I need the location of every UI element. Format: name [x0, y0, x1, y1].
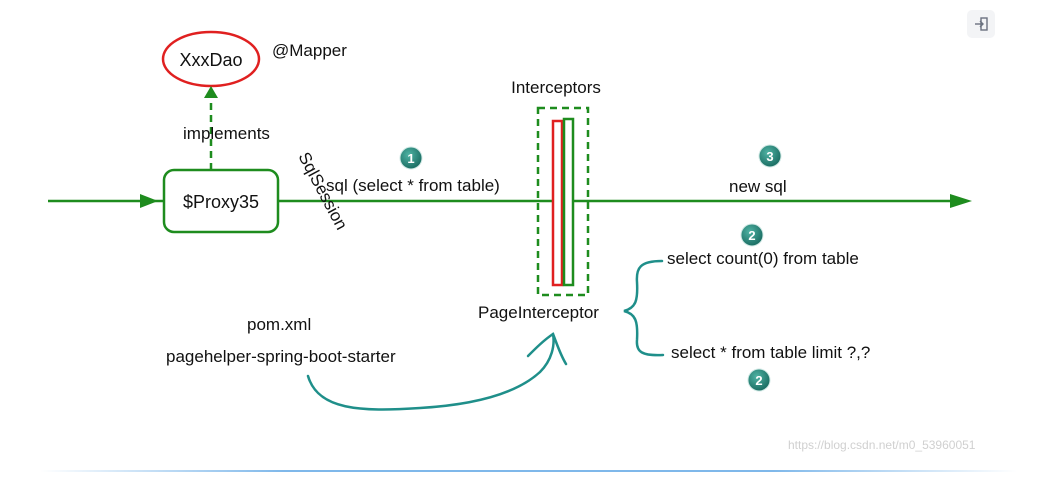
count-sql-label: select count(0) from table	[667, 249, 859, 268]
exit-button[interactable]	[967, 10, 995, 38]
page-interceptor-label: PageInterceptor	[478, 303, 599, 322]
starter-to-interceptor-curve	[306, 332, 555, 411]
proxy-box	[162, 168, 280, 234]
main-flow-arrowhead	[950, 194, 972, 208]
step-2-top-number: 2	[748, 228, 755, 243]
step-1-number: 1	[407, 151, 414, 166]
sql-label: sql (select * from table)	[326, 176, 500, 195]
implements-label: implements	[183, 124, 270, 143]
starter-arrowhead	[526, 332, 568, 366]
limit-sql-label: select * from table limit ?,?	[671, 343, 870, 362]
starter-label: pagehelper-spring-boot-starter	[166, 347, 396, 366]
step-2-top-badge: 2	[740, 223, 764, 247]
step-1-badge: 1	[399, 146, 423, 170]
interceptors-label: Interceptors	[511, 78, 601, 97]
mapper-annotation: @Mapper	[272, 41, 347, 60]
watermark-text: https://blog.csdn.net/m0_53960051	[788, 438, 976, 452]
step-3-number: 3	[766, 149, 773, 164]
implements-arrowhead	[204, 86, 218, 98]
step-2-bottom-number: 2	[755, 373, 762, 388]
interceptor-green-bar	[562, 117, 575, 287]
step-3-badge: 3	[758, 144, 782, 168]
interceptor-red-bar	[551, 119, 564, 287]
dao-label: XxxDao	[179, 50, 242, 70]
exit-icon	[975, 17, 988, 31]
interceptors-dashed-box	[536, 106, 590, 297]
step-2-bottom-badge: 2	[747, 368, 771, 392]
split-brace	[623, 259, 665, 357]
bottom-divider	[40, 470, 1017, 472]
proxy-label: $Proxy35	[183, 192, 259, 212]
pom-label: pom.xml	[247, 315, 311, 334]
new-sql-label: new sql	[729, 177, 787, 196]
entry-arrowhead	[140, 194, 158, 208]
